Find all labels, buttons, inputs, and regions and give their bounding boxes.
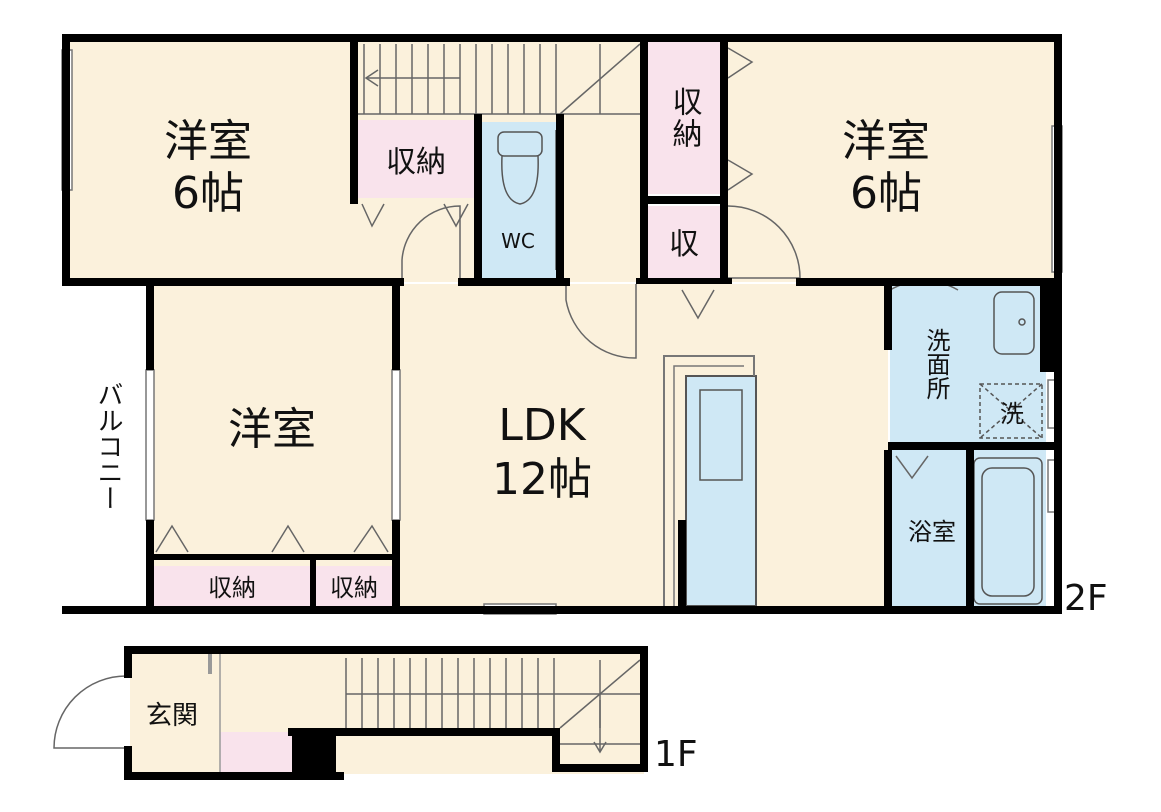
balcony-floor <box>68 286 150 608</box>
ldk-name: LDK <box>498 400 586 451</box>
ldk-floor <box>396 284 888 608</box>
kitchen-partition <box>663 355 755 606</box>
bedroom-w-name: 洋室 <box>228 404 316 455</box>
entrance-label: 玄関 <box>146 701 198 731</box>
ldk-size: 12帖 <box>492 454 592 505</box>
closet-c-label: 収 <box>669 227 699 262</box>
bedroom-ne-floor <box>724 38 1056 282</box>
closet-b-floor <box>644 42 722 194</box>
closet-a-label: 収納 <box>386 145 446 180</box>
washroom-label: 洗面所 <box>922 328 950 400</box>
wash-basin-icon <box>993 291 1035 355</box>
closet-a-floor <box>358 120 474 198</box>
walls-1f <box>124 646 648 780</box>
closet-d-floor <box>154 566 310 606</box>
sink-icon <box>699 389 743 481</box>
balcony-label: バルコニー <box>93 381 123 511</box>
closet-c-floor <box>644 206 722 278</box>
closet-e-floor <box>316 566 392 606</box>
stairs-2f <box>358 43 641 115</box>
walls-2f <box>62 34 1062 614</box>
entry-door-swing <box>53 675 127 749</box>
floor-1f: 玄関 1F <box>53 646 698 780</box>
bedroom-ne-name: 洋室 <box>842 116 930 167</box>
door-swings-2f <box>155 47 959 553</box>
floor-1f-label: 1F <box>654 734 698 775</box>
bedroom-nw-size: 6帖 <box>172 168 244 219</box>
washer-box <box>979 383 1043 439</box>
shoe-closet <box>220 732 292 774</box>
entrance-floor <box>130 652 644 774</box>
closet-d-label: 収納 <box>208 574 256 602</box>
washroom-floor <box>890 286 1046 444</box>
closet-b-label: 収納 <box>667 86 703 150</box>
closet-e-label: 収納 <box>330 574 378 602</box>
wc-floor <box>480 122 560 278</box>
floor-2f: 洋室 6帖 洋室 6帖 洋室 LDK 12帖 WC 収納 収納 収 収納 収納 … <box>61 34 1108 619</box>
wc-label: WC <box>501 229 535 253</box>
washer-label: 洗 <box>1000 400 1024 428</box>
bedroom-nw-floor <box>68 38 354 278</box>
bedroom-nw-name: 洋室 <box>164 116 252 167</box>
stairs-1f <box>219 652 641 774</box>
bedroom-ne-size: 6帖 <box>850 168 922 219</box>
bath-label: 浴室 <box>908 518 956 546</box>
floor-2f-label: 2F <box>1064 578 1108 619</box>
kitchen-counter <box>685 375 757 607</box>
